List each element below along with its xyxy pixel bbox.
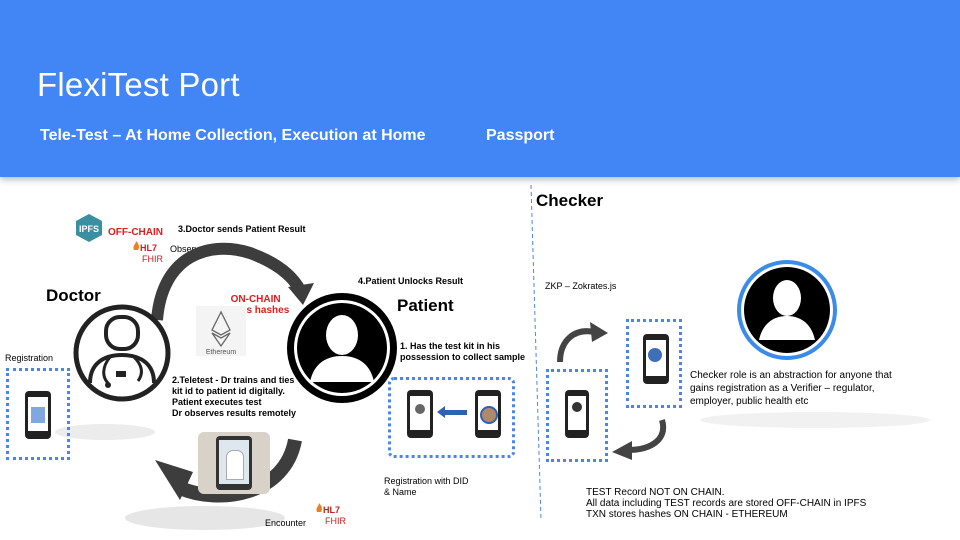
svg-text:FHIR: FHIR xyxy=(142,254,163,264)
off-chain-label: OFF-CHAIN xyxy=(108,227,163,238)
passport-label: Passport xyxy=(486,127,555,144)
zkp-label: ZKP – Zokrates.js xyxy=(545,281,617,291)
svg-text:HL7: HL7 xyxy=(140,243,157,253)
patient-heading: Patient xyxy=(397,296,454,315)
checker-phone-box xyxy=(546,369,608,462)
phone-icon xyxy=(475,390,501,438)
patient-phones-box xyxy=(388,377,515,458)
checker-avatar-icon xyxy=(735,258,839,362)
registration-did-label: Registration with DID & Name xyxy=(384,476,469,497)
header-banner xyxy=(0,0,960,177)
ipfs-logo: IPFS xyxy=(75,213,103,243)
step1-label: 1. Has the test kit in his possession to… xyxy=(400,341,526,362)
phone-icon xyxy=(407,390,433,438)
verifier-phone-box xyxy=(626,319,682,408)
page-subtitle: Tele-Test – At Home Collection, Executio… xyxy=(40,127,426,144)
doctor-icon xyxy=(72,303,172,403)
hl7-fhir-logo: HL7 FHIR xyxy=(313,502,347,528)
patient-avatar-icon xyxy=(284,290,400,406)
svg-text:HL7: HL7 xyxy=(323,505,340,515)
checker-description: Checker role is an abstraction for anyon… xyxy=(690,370,892,407)
svg-text:FHIR: FHIR xyxy=(325,516,346,526)
ipfs-text: IPFS xyxy=(79,224,99,234)
step4-label: 4.Patient Unlocks Result xyxy=(358,276,464,286)
on-chain-label: ON-CHAIN stores hashes xyxy=(222,294,290,316)
ethereum-logo: Ethereum xyxy=(196,306,246,356)
hl7-fhir-logo: HL7 FHIR xyxy=(130,240,164,266)
step2-label: 2.Teletest - Dr trains and ties kit id t… xyxy=(172,375,297,418)
step3-label: 3.Doctor sends Patient Result xyxy=(178,224,306,234)
svg-text:Ethereum: Ethereum xyxy=(206,349,237,356)
test-record-note: TEST Record NOT ON CHAIN. All data inclu… xyxy=(586,487,867,520)
encounter-label: Encounter xyxy=(265,518,307,528)
phone-icon xyxy=(565,390,589,438)
phone-icon xyxy=(25,391,51,439)
telehealth-phone-image xyxy=(198,432,270,494)
arrow-head-icon xyxy=(437,406,445,418)
registration-phone-box xyxy=(6,368,70,460)
arrow-icon xyxy=(443,410,467,415)
shadow xyxy=(700,412,930,428)
page-title: FlexiTest Port xyxy=(37,66,240,103)
phone-icon xyxy=(643,334,669,384)
doctor-heading: Doctor xyxy=(46,286,101,305)
checker-heading: Checker xyxy=(536,191,604,210)
registration-label: Registration xyxy=(5,353,54,363)
